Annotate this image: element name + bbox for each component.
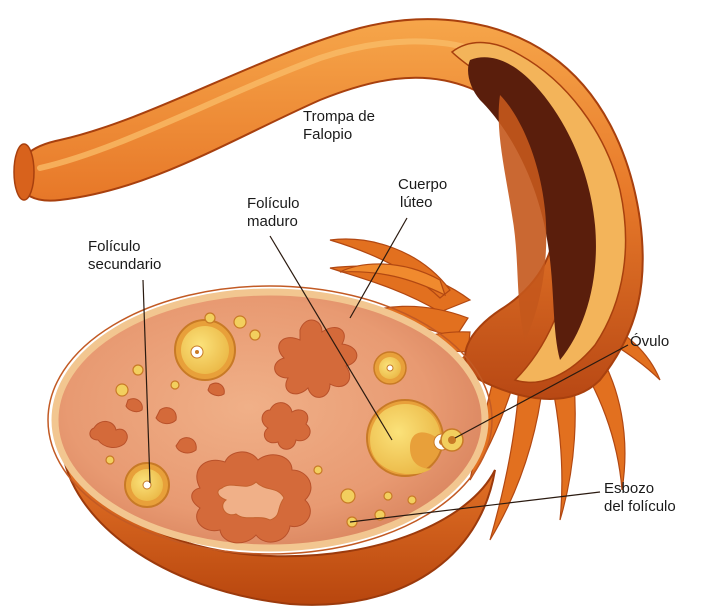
label-ovulo-line1: Óvulo <box>630 333 669 351</box>
follicle-right <box>374 352 406 384</box>
follicle-large-upper <box>175 320 235 380</box>
label-cuerpo-line1: Cuerpo <box>398 176 447 194</box>
label-secundario-line2: secundario <box>88 256 161 274</box>
label-foliculo-maduro: Folículo maduro <box>247 195 300 231</box>
label-esbozo-line1: Esbozo <box>604 480 676 498</box>
label-cuerpo-luteo: Cuerpo lúteo <box>398 176 447 212</box>
ovum <box>441 429 463 451</box>
label-trompa-line1: Trompa de <box>303 108 375 126</box>
follicle-secondary <box>125 463 169 507</box>
label-esbozo-line2: del folículo <box>604 498 676 516</box>
label-cuerpo-line2: lúteo <box>398 194 447 212</box>
label-ovulo: Óvulo <box>630 333 669 351</box>
label-trompa-de-falopio: Trompa de Falopio <box>303 108 375 144</box>
label-foliculo-secundario: Folículo secundario <box>88 238 161 274</box>
label-trompa-line2: Falopio <box>303 126 375 144</box>
ovary <box>48 286 495 605</box>
label-maduro-line1: Folículo <box>247 195 300 213</box>
label-secundario-line1: Folículo <box>88 238 161 256</box>
label-maduro-line2: maduro <box>247 213 300 231</box>
label-esbozo-del-foliculo: Esbozo del folículo <box>604 480 676 516</box>
